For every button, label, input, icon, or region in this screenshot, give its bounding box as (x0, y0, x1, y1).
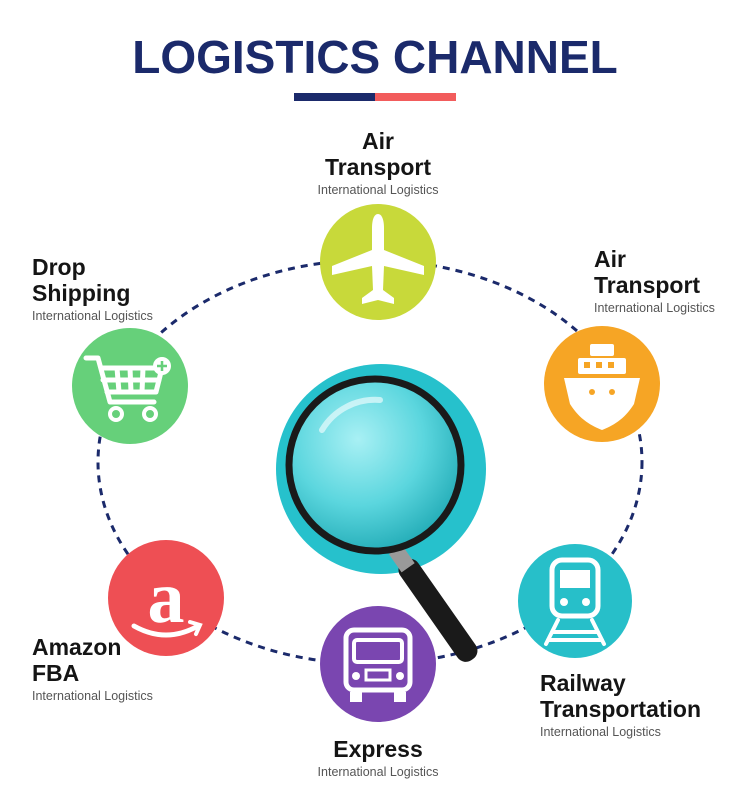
title-underline (294, 93, 456, 101)
channel-air-right-subtitle: International Logistics (594, 301, 715, 315)
channel-air-right-title-2: Transport (594, 272, 701, 298)
channel-air-top-label: Air Transport International Logistics (278, 128, 478, 198)
channel-air-top-subtitle: International Logistics (317, 183, 439, 197)
train-icon (518, 544, 632, 658)
svg-text:a: a (148, 557, 185, 639)
truck-icon (320, 606, 436, 722)
channel-amazon-title-1: Amazon (32, 634, 122, 660)
ship-icon (544, 326, 660, 442)
channel-drop-title-2: Shipping (32, 280, 131, 306)
channel-amazon-title-2: FBA (32, 660, 80, 686)
underline-left-bar (294, 93, 375, 101)
channel-express-subtitle: International Logistics (317, 765, 439, 779)
channel-drop-subtitle: International Logistics (32, 309, 153, 323)
channel-air-top-title-1: Air (362, 128, 394, 154)
channel-amazon-label: Amazon FBA International Logistics (32, 634, 202, 704)
channel-railway-title-1: Railway (540, 670, 626, 696)
channel-drop-label: Drop Shipping International Logistics (32, 254, 202, 324)
shopping-cart-icon (72, 328, 188, 444)
page-title: LOGISTICS CHANNEL (132, 31, 618, 83)
channel-amazon-subtitle: International Logistics (32, 689, 153, 703)
channel-express-title: Express (333, 736, 423, 762)
channel-railway-label: Railway Transportation International Log… (540, 670, 745, 740)
amazon-logo-icon: a (108, 540, 224, 656)
channel-railway-title-2: Transportation (540, 696, 702, 722)
channel-air-top-title-2: Transport (324, 154, 432, 180)
magnifying-glass-icon (285, 375, 478, 662)
channel-railway-subtitle: International Logistics (540, 725, 661, 739)
channel-air-right-label: Air Transport International Logistics (594, 246, 744, 316)
underline-right-bar (375, 93, 456, 101)
channel-express-label: Express International Logistics (278, 736, 478, 780)
channel-drop-title-1: Drop (32, 254, 86, 280)
airplane-icon (320, 204, 436, 320)
channel-air-right-title-1: Air (594, 246, 626, 272)
